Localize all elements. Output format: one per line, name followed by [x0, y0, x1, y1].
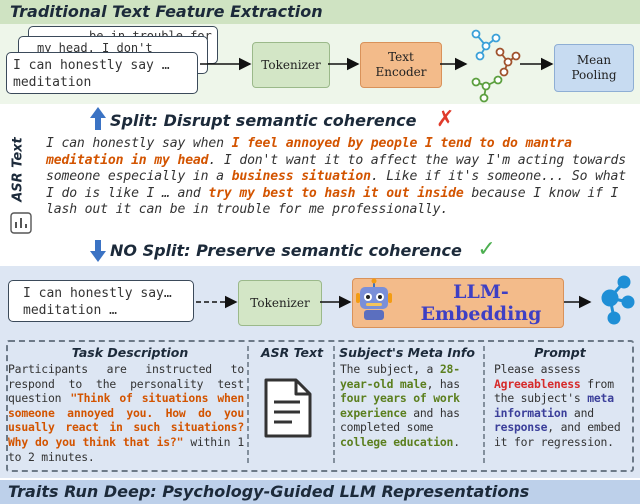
top-tokenizer-label: Tokenizer [261, 58, 321, 72]
meta-title: Subject's Meta Info [339, 345, 475, 360]
asr-text-1: I can honestly say when [46, 136, 232, 151]
asr-text-2: . I don't want it to affect the way I'm … [46, 152, 626, 185]
llm-embedding-box: LLM-Embedding [352, 278, 564, 328]
text-encoder-box: Text Encoder [360, 42, 442, 88]
llm-embedding-label: LLM-Embedding [420, 281, 542, 325]
split-label: Split: Disrupt semantic coherence [110, 111, 417, 130]
mean-pooling-box: Mean Pooling [554, 44, 634, 92]
asr-text-3: . Like if it's someone... So what I do i… [46, 169, 627, 201]
footer-bar: Traits Run Deep: Psychology-Guided LLM R… [0, 480, 640, 504]
bottom-tokenizer-label: Tokenizer [250, 296, 310, 310]
meta-experience: four years of work experience [340, 391, 460, 420]
prompt-text-4: , and embed it for regression. [494, 420, 621, 449]
meta-text-4: . [453, 434, 460, 449]
network-icon-green [471, 75, 503, 103]
bottom-input-line-2: meditation … [23, 303, 117, 318]
task-title: Task Description [71, 345, 189, 360]
top-title: Traditional Text Feature Extraction [10, 2, 323, 21]
mean-pooling-line-1: Mean [576, 53, 612, 67]
down-arrow-icon [90, 240, 106, 262]
top-tokenizer-box: Tokenizer [252, 42, 330, 88]
asr-section [0, 134, 640, 236]
prompt-text: Please assess Agreeableness from the sub… [494, 362, 632, 450]
asr-highlight-3: try my best to hash it out inside [208, 185, 464, 201]
meta-text-2: , has [426, 376, 460, 391]
bottom-input-line-1: I can honestly say… [23, 286, 172, 301]
split-row: Split: Disrupt semantic coherence ✗ [92, 108, 454, 132]
prompt-trait: Agreeableness [494, 376, 581, 391]
card-front-line-1: I can honestly say … [13, 58, 170, 73]
composition-box [6, 340, 634, 472]
check-icon: ✓ [477, 237, 496, 262]
card-front: I can honestly say … meditation [6, 52, 198, 94]
asr-highlight-1: I feel annoyed by people I tend to do ma… [46, 136, 572, 168]
cross-icon: ✗ [436, 107, 455, 132]
output-network-icon [601, 275, 635, 325]
asr-highlight-2: business situation [231, 169, 371, 184]
prompt-meta: meta information [494, 391, 614, 420]
nosplit-row: NO Split: Preserve semantic coherence ✓ [92, 238, 496, 262]
task-question: "Think of situations when someone annoye… [8, 391, 244, 449]
card-mid-text: my head. I don't [37, 41, 153, 55]
task-text: Participants are instructed to respond t… [8, 362, 244, 464]
meta-education: college education [340, 434, 454, 449]
top-title-bar: Traditional Text Feature Extraction [0, 0, 640, 24]
up-arrow-icon [90, 107, 106, 130]
text-encoder-line-1: Text [388, 50, 414, 64]
asr-text-4: because I know if I lash out it can be i… [46, 185, 619, 218]
meta-age: 28-year-old male [340, 362, 460, 391]
network-icon-blue [471, 29, 501, 61]
task-text-1: Participants are instructed to respond t… [8, 362, 244, 406]
asr-column-title: ASR Text [260, 345, 324, 360]
prompt-text-1: Please assess [494, 362, 581, 376]
robot-icon [356, 278, 392, 320]
bar-chart-icon [10, 212, 32, 234]
meta-text: The subject, a 28-year-old male, has fou… [340, 362, 480, 450]
task-text-2: within 1 to 2 minutes. [8, 434, 245, 464]
bottom-input-box: I can honestly say… meditation … [8, 280, 194, 322]
text-encoder-line-2: Encoder [375, 65, 427, 79]
card-front-line-2: meditation [13, 75, 92, 90]
bottom-tokenizer-box: Tokenizer [238, 280, 322, 326]
prompt-text-2: from the subject's [494, 376, 614, 406]
nosplit-label: NO Split: Preserve semantic coherence [110, 241, 462, 260]
footer-title: Traits Run Deep: Psychology-Guided LLM R… [8, 482, 530, 501]
prompt-response: response [494, 420, 548, 435]
prompt-title: Prompt [534, 345, 586, 360]
network-icon-brown [495, 47, 521, 77]
meta-text-1: The subject, a [340, 362, 440, 376]
mean-pooling-line-2: Pooling [571, 68, 617, 82]
asr-paragraph: I can honestly say when I feel annoyed b… [46, 136, 638, 219]
prompt-text-3: and [567, 405, 594, 420]
meta-text-3: and has completed some [340, 405, 460, 435]
document-icon [264, 378, 312, 438]
